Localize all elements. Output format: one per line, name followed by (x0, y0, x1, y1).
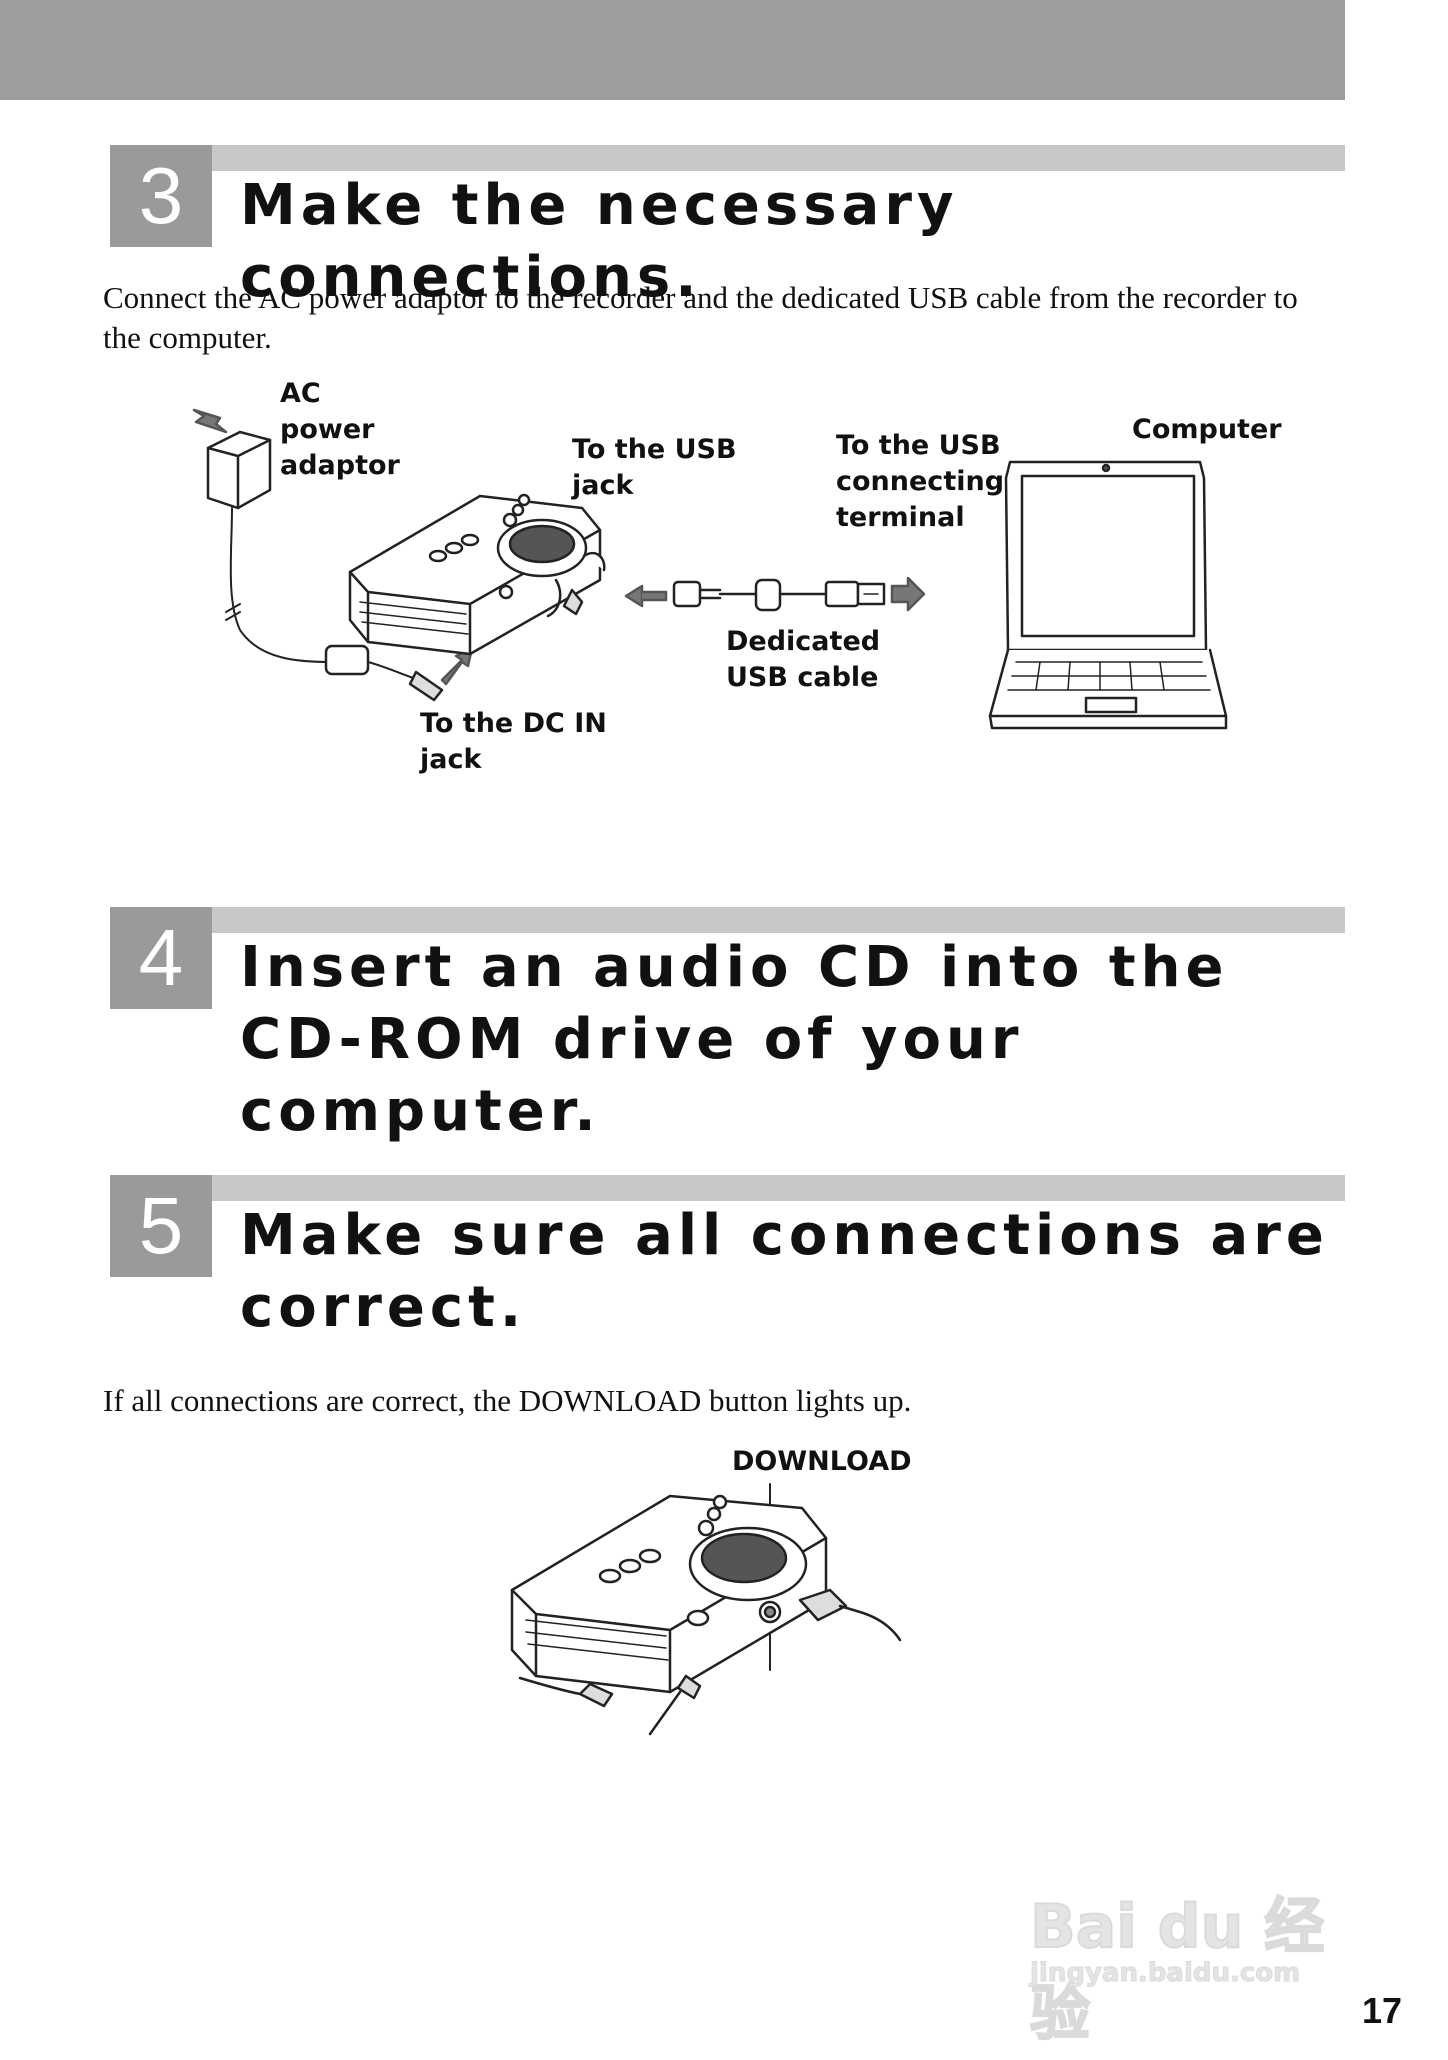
computer-label: Computer (1132, 414, 1282, 445)
recorder-icon (348, 493, 606, 656)
watermark-url: jingyan.baidu.com (1029, 1958, 1301, 1989)
step-3-number: 3 (110, 145, 212, 247)
ac-power-adaptor-label: AC power adaptor (280, 378, 400, 481)
laptop-computer-icon (988, 460, 1228, 730)
download-button-diagram (510, 1483, 902, 1736)
download-label: DOWNLOAD (732, 1446, 912, 1477)
step-4-bar (210, 907, 1345, 933)
step-3-text: Connect the AC power adaptor to the reco… (103, 280, 1298, 355)
dc-in-jack-label: To the DC IN jack (420, 708, 607, 775)
connection-diagram (192, 408, 1228, 730)
watermark-brand: Bai du 经验 (1029, 1891, 1325, 2050)
ac-adaptor-icon (206, 430, 272, 510)
step-5-title: Make sure all connections are correct. (240, 1203, 1329, 1340)
step-5-bar (210, 1175, 1345, 1201)
page-header-bar (0, 0, 1345, 100)
step-4-title: Insert an audio CD into the CD-ROM drive… (240, 935, 1229, 1144)
usb-terminal-label: To the USB connecting terminal (836, 430, 1005, 533)
ferrite-core-icon (324, 644, 370, 676)
page-number: 17 (1362, 1990, 1403, 2031)
dc-in-arrow-icon (440, 646, 474, 686)
step-5-number: 5 (110, 1175, 212, 1277)
step-5-text: If all connections are correct, the DOWN… (103, 1383, 912, 1418)
step-4-number: 4 (110, 907, 212, 1009)
usb-cable-label: Dedicated USB cable (726, 626, 881, 693)
step-3-bar (210, 145, 1345, 171)
baidu-watermark: Bai du 经验 jingyan.baidu.com (1029, 1858, 1370, 2050)
usb-cable-icon (624, 576, 926, 612)
step-3-title: Make the necessary connections. (240, 173, 959, 310)
adaptor-arrow-icon (192, 408, 228, 434)
recorder-icon (510, 1494, 902, 1736)
usb-jack-label: To the USB jack (572, 434, 737, 501)
